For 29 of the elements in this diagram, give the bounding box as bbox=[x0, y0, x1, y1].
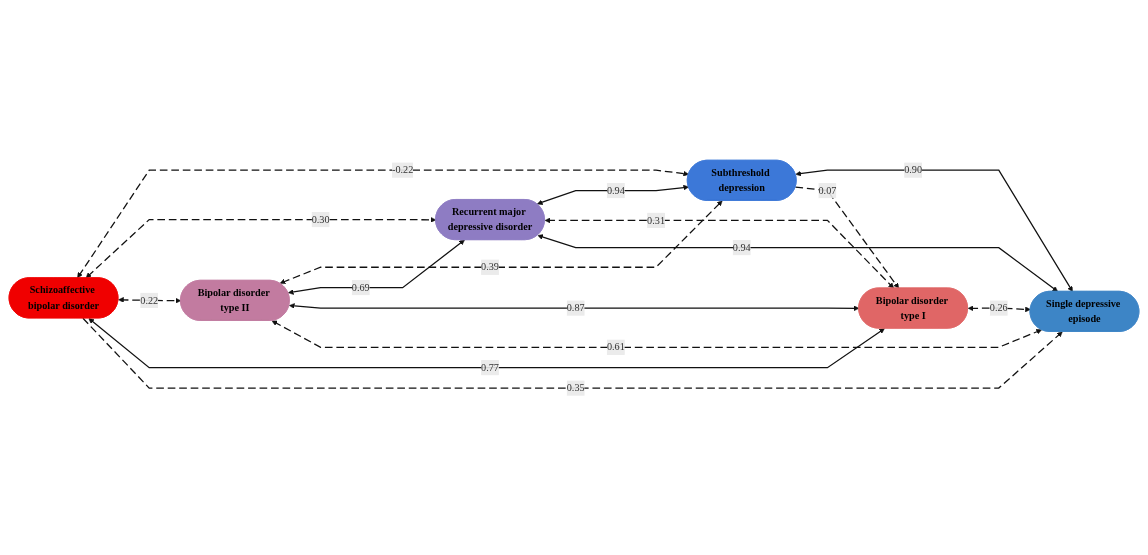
arrow bbox=[795, 169, 1073, 292]
edge-label: 0.77 bbox=[481, 361, 499, 373]
edge-label: 0.61 bbox=[606, 341, 625, 352]
arrow bbox=[82, 317, 1063, 389]
arrow bbox=[537, 184, 689, 205]
edge-label: 0.26 bbox=[989, 301, 1008, 313]
arrow bbox=[85, 216, 437, 278]
arrow bbox=[288, 239, 465, 295]
edge-label: 0.30 bbox=[311, 213, 330, 225]
edge-label: 0.69 bbox=[351, 281, 370, 293]
edge-label: -0.22 bbox=[392, 163, 414, 175]
arrow bbox=[279, 200, 723, 284]
arrow bbox=[118, 296, 182, 303]
edge-label: 0.90 bbox=[904, 163, 923, 175]
edge-label: 0.22 bbox=[140, 294, 159, 305]
edge-label: 0.94 bbox=[606, 184, 625, 196]
edge-label: 0.31 bbox=[647, 214, 665, 225]
arrow bbox=[794, 185, 899, 289]
arrow bbox=[544, 217, 895, 289]
arrow bbox=[77, 169, 689, 278]
edge-label: 0.39 bbox=[481, 261, 499, 272]
arrow bbox=[88, 317, 885, 368]
arrow bbox=[967, 305, 1031, 312]
edge-label: 0.07 bbox=[818, 184, 837, 196]
edge-label: 0.87 bbox=[566, 301, 585, 313]
arrow bbox=[537, 233, 1059, 292]
edge-label: 0.35 bbox=[566, 381, 585, 393]
arrow bbox=[289, 302, 860, 311]
edge-label: 0.94 bbox=[732, 241, 751, 253]
